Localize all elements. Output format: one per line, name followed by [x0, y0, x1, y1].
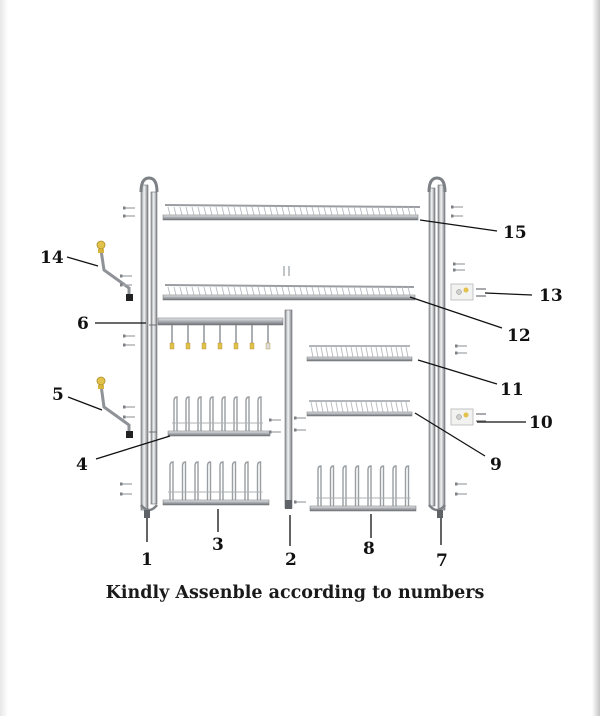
callout-8: 8: [363, 539, 375, 559]
callout-14: 14: [40, 248, 64, 268]
callout-11: 11: [500, 380, 524, 400]
middle-pole: [284, 309, 293, 509]
left-side-frame: [139, 176, 159, 518]
screw-packet-upper: [450, 283, 486, 301]
leader-lines: [66, 219, 533, 546]
callout-numbers: 1 2 3 4 5 6 7 8 9 10 11 12 13 14 15: [40, 223, 563, 571]
callout-15: 15: [503, 223, 527, 243]
callout-4: 4: [76, 455, 88, 475]
right-upper-rack: [306, 345, 413, 362]
right-lower-rack: [306, 400, 413, 417]
plate-rack-upper-left: [167, 396, 271, 437]
top-rack: [162, 204, 421, 221]
wall-hook-upper: [96, 240, 133, 301]
callout-1: 1: [141, 550, 153, 570]
callout-3: 3: [212, 535, 224, 555]
plate-rack-lower-left: [162, 461, 270, 506]
callout-9: 9: [490, 455, 502, 475]
cup-hook-bar: [157, 317, 284, 350]
loose-screws: [120, 205, 467, 504]
callout-6: 6: [77, 314, 89, 334]
callout-10: 10: [529, 413, 553, 433]
callout-7: 7: [436, 551, 448, 571]
callout-2: 2: [285, 550, 297, 570]
assembly-caption: Kindly Assenble according to numbers: [105, 583, 485, 603]
upper-middle-rack: [162, 266, 416, 301]
callout-5: 5: [52, 385, 64, 405]
screw-packet-lower: [450, 408, 486, 426]
right-side-frame: [427, 176, 447, 518]
callout-13: 13: [539, 286, 563, 306]
wall-hook-lower: [96, 376, 133, 438]
plate-rack-right: [309, 465, 417, 512]
callout-12: 12: [507, 326, 531, 346]
right-edge-shadow: [592, 0, 600, 716]
left-edge-shadow: [0, 0, 8, 716]
